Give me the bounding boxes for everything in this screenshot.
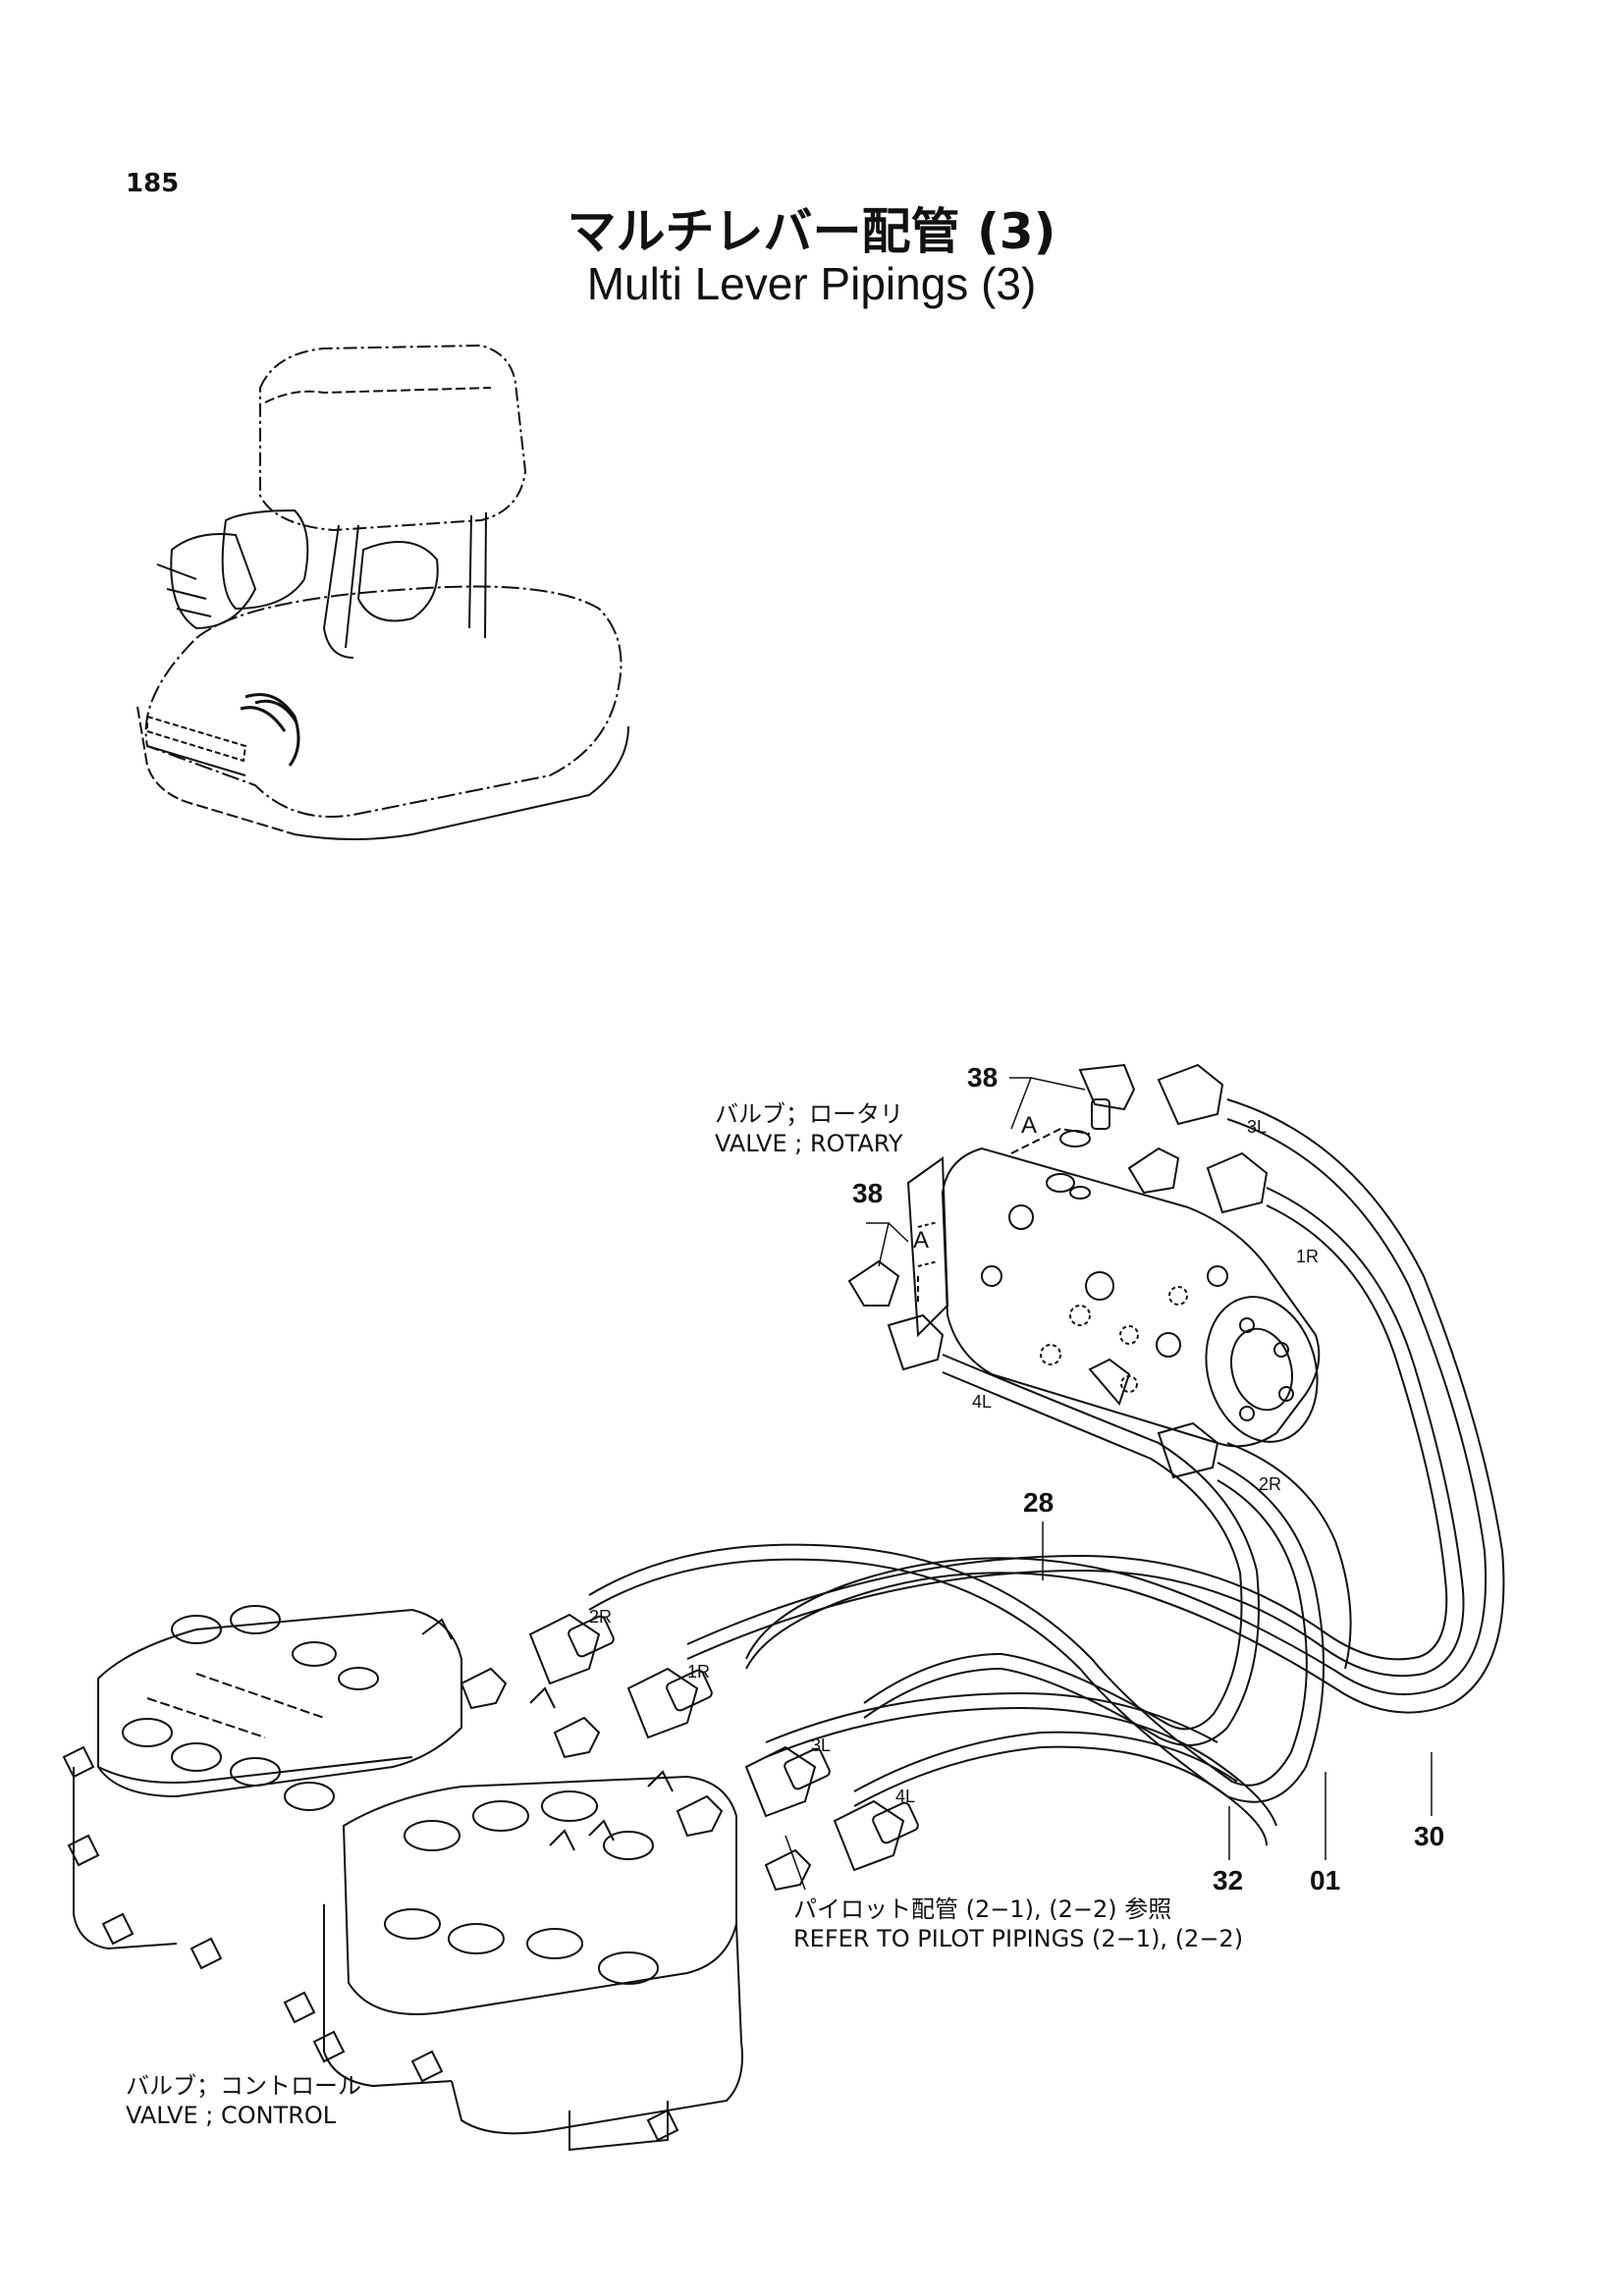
callout-38-top: 38 xyxy=(967,1062,999,1093)
callout-28: 28 xyxy=(1023,1487,1055,1518)
pilot-ref-label-jp: パイロット配管 (2−1), (2−2) 参照 xyxy=(793,1896,1172,1923)
rotary-port-2R: 2R xyxy=(1259,1474,1282,1494)
view-a-top-label: A xyxy=(1021,1112,1038,1139)
callout-30: 30 xyxy=(1414,1821,1445,1851)
control-port-1R: 1R xyxy=(687,1662,711,1682)
control-port-4L: 4L xyxy=(895,1787,916,1806)
view-a-left-label: A xyxy=(913,1227,930,1254)
rotary-port-3L: 3L xyxy=(1247,1117,1268,1137)
page-title-japanese: マルチレバー配管 (3) xyxy=(0,192,1623,263)
rotary-port-1R: 1R xyxy=(1296,1247,1320,1266)
rotary-valve-label-jp: バルブ；ロータリ xyxy=(715,1100,903,1128)
control-valve-label-en: VALVE ; CONTROL xyxy=(126,2102,337,2129)
leader-lines xyxy=(785,1078,1432,1890)
callout-32: 32 xyxy=(1213,1865,1244,1896)
rotary-valve-illustration xyxy=(849,1065,1333,1477)
rotary-valve-label-en: VALVE ; ROTARY xyxy=(715,1130,903,1157)
machine-overview-illustration xyxy=(137,346,628,839)
callout-01: 01 xyxy=(1310,1865,1341,1896)
hose-fittings xyxy=(461,1615,919,1890)
page-number: 185 xyxy=(126,169,180,198)
control-port-3L: 3L xyxy=(811,1735,832,1755)
callout-38-left: 38 xyxy=(852,1178,884,1208)
pilot-ref-label-en: REFER TO PILOT PIPINGS (2−1), (2−2) xyxy=(793,1925,1244,1952)
page-title-jp-text: マルチレバー配管 (3) xyxy=(567,203,1056,260)
hose-lines xyxy=(589,1099,1503,1845)
control-valve-label-jp: バルブ；コントロール xyxy=(126,2072,361,2100)
page-title-english: Multi Lever Pipings (3) xyxy=(0,257,1623,310)
control-valve-illustration xyxy=(64,1606,742,2150)
control-port-2R: 2R xyxy=(589,1607,613,1627)
page-title-en-text: Multi Lever Pipings (3) xyxy=(586,258,1037,309)
rotary-port-4L: 4L xyxy=(972,1392,993,1412)
